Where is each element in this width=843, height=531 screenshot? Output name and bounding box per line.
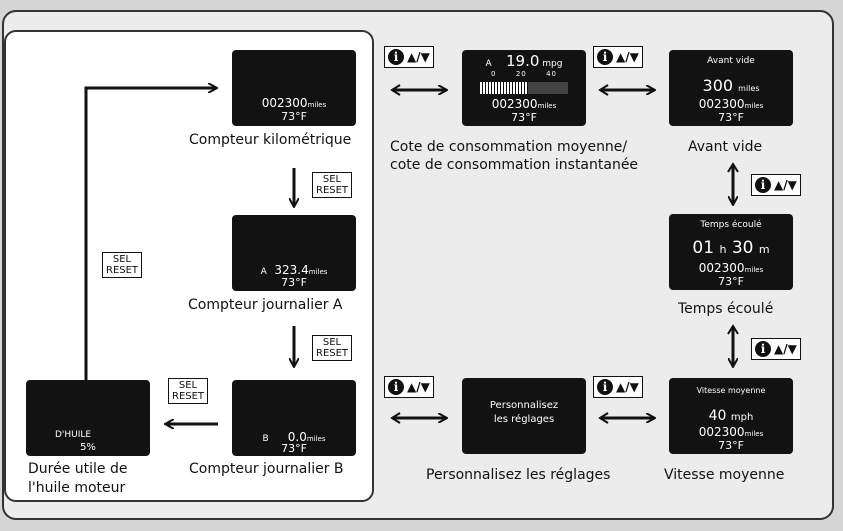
oil-life-caption-line1: Durée utile de: [28, 461, 128, 477]
oil-life-display: D'HUILE 5%: [26, 380, 150, 456]
fuel-scale: 0 20 40: [490, 70, 558, 78]
up-down-arrows-icon: ▲/▼: [774, 342, 797, 356]
info-icon: i: [388, 49, 404, 65]
trip-a-display: A 323.4miles 73°F: [232, 215, 356, 291]
loop-arrow: [84, 88, 216, 380]
sel-reset-button[interactable]: SEL RESET: [312, 335, 353, 361]
average-speed-caption: Vitesse moyenne: [664, 467, 785, 483]
info-icon: i: [597, 379, 613, 395]
fuel-economy-caption-line1: Cote de consommation moyenne/: [390, 139, 628, 155]
info-icon: i: [755, 177, 771, 193]
elapsed-time-caption: Temps écoulé: [678, 301, 774, 317]
up-down-arrows-icon: ▲/▼: [407, 380, 430, 394]
fuel-economy-display: A 19.0 mpg 0 20 40 002300miles 73°F: [462, 50, 586, 126]
sel-reset-button[interactable]: SEL RESET: [312, 172, 353, 198]
info-selector-button[interactable]: i ▲/▼: [593, 376, 643, 398]
info-icon: i: [388, 379, 404, 395]
trip-b-display: B 0.0miles 73°F: [232, 380, 356, 456]
info-selector-button[interactable]: i ▲/▼: [384, 46, 434, 68]
range-caption: Avant vide: [688, 139, 763, 155]
info-selector-button[interactable]: i ▲/▼: [384, 376, 434, 398]
trip-a-caption: Compteur journalier A: [188, 297, 343, 313]
up-down-arrows-icon: ▲/▼: [774, 178, 797, 192]
info-icon: i: [755, 341, 771, 357]
fuel-economy-bar-track: [480, 82, 568, 94]
up-down-arrows-icon: ▲/▼: [616, 380, 639, 394]
info-selector-button[interactable]: i ▲/▼: [751, 174, 801, 196]
trip-b-caption: Compteur journalier B: [189, 461, 344, 477]
elapsed-time-display: Temps écoulé 01 h 30 m 002300miles 73°F: [669, 214, 793, 290]
info-selector-button[interactable]: i ▲/▼: [751, 338, 801, 360]
odometer-display: 002300miles 73°F: [232, 50, 356, 126]
odometer-caption: Compteur kilométrique: [189, 132, 352, 148]
customize-settings-display: Personnalisez les réglages: [462, 378, 586, 454]
info-selector-button[interactable]: i ▲/▼: [593, 46, 643, 68]
oil-life-caption-line2: l'huile moteur: [28, 480, 126, 496]
up-down-arrows-icon: ▲/▼: [407, 50, 430, 64]
fuel-economy-bar-fill: [480, 82, 529, 94]
average-speed-display: Vitesse moyenne 40 mph 002300miles 73°F: [669, 378, 793, 454]
range-display: Avant vide 300 miles 002300miles 73°F: [669, 50, 793, 126]
sel-reset-button[interactable]: SEL RESET: [168, 378, 209, 404]
info-icon: i: [597, 49, 613, 65]
customize-settings-caption: Personnalisez les réglages: [426, 467, 611, 483]
fuel-economy-caption-line2: cote de consommation instantanée: [390, 157, 639, 173]
sel-reset-button[interactable]: SEL RESET: [102, 252, 143, 278]
up-down-arrows-icon: ▲/▼: [616, 50, 639, 64]
